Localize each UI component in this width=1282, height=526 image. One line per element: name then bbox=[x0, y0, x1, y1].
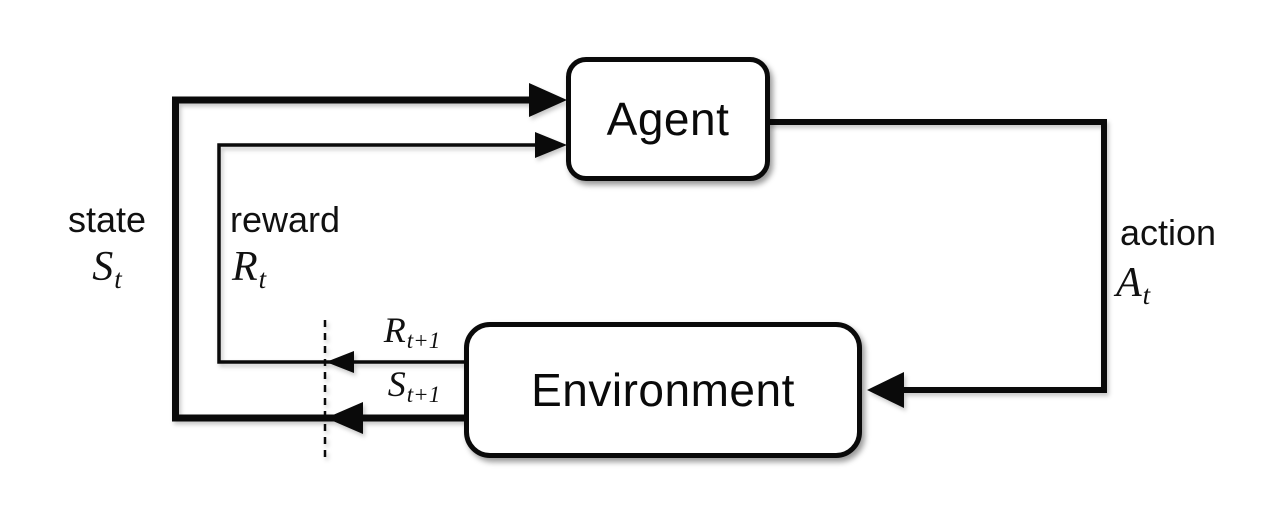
next-reward-symbol: R bbox=[383, 310, 406, 350]
state-symbol-label: St bbox=[48, 244, 166, 292]
environment-label: Environment bbox=[531, 364, 795, 416]
state-symbol: S bbox=[92, 244, 114, 290]
next-state-symbol-label: St+1 bbox=[354, 364, 474, 406]
next-reward-symbol-label: Rt+1 bbox=[352, 310, 472, 352]
agent-box: Agent bbox=[566, 57, 770, 181]
action-word-label: action bbox=[1120, 212, 1217, 253]
action-symbol-label: At bbox=[1116, 260, 1150, 308]
state-loop-line bbox=[172, 96, 532, 422]
next-reward-at-boundary-arrowhead bbox=[326, 351, 354, 373]
next-state-subscript: t+1 bbox=[406, 382, 441, 408]
state-into-agent-arrowhead bbox=[529, 83, 567, 117]
next-reward-subscript: t+1 bbox=[406, 328, 441, 354]
state-subscript: t bbox=[114, 263, 122, 294]
action-into-environment-arrowhead bbox=[867, 372, 904, 408]
reward-subscript: t bbox=[258, 263, 267, 294]
reward-word-label: reward bbox=[230, 199, 341, 240]
action-subscript: t bbox=[1142, 279, 1151, 310]
reward-into-agent-arrowhead bbox=[535, 132, 567, 158]
action-line bbox=[768, 119, 1107, 393]
reward-symbol-label: Rt bbox=[232, 244, 266, 292]
agent-label: Agent bbox=[606, 93, 730, 145]
next-state-symbol: S bbox=[387, 364, 406, 404]
next-state-at-boundary-arrowhead bbox=[326, 402, 363, 434]
action-symbol: A bbox=[1116, 260, 1142, 306]
reward-symbol: R bbox=[232, 244, 258, 290]
environment-box: Environment bbox=[464, 322, 862, 458]
state-word-label: state bbox=[67, 199, 147, 240]
